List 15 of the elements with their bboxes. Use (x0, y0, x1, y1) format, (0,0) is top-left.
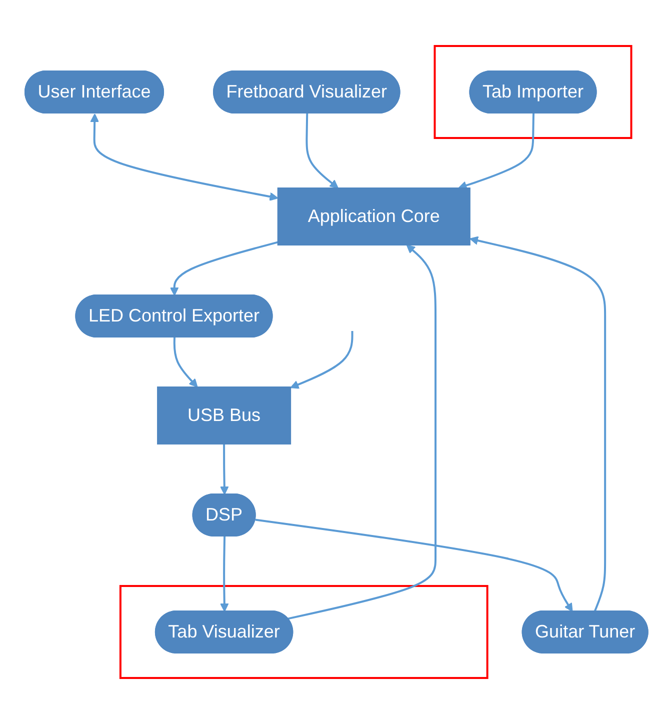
node-box: USB Bus (156, 386, 291, 444)
cluster (119, 584, 488, 678)
arrow (172, 336, 198, 387)
arrow (254, 518, 572, 612)
arrow (90, 113, 278, 200)
arrow (290, 330, 353, 388)
arrow (287, 244, 436, 620)
arrow (469, 236, 606, 612)
arrow (170, 240, 278, 296)
node-box: Application Core (276, 187, 470, 245)
arrow (458, 112, 534, 190)
arrow (220, 444, 228, 494)
cluster (433, 44, 632, 138)
arrow (305, 112, 338, 188)
arrow (220, 536, 228, 612)
